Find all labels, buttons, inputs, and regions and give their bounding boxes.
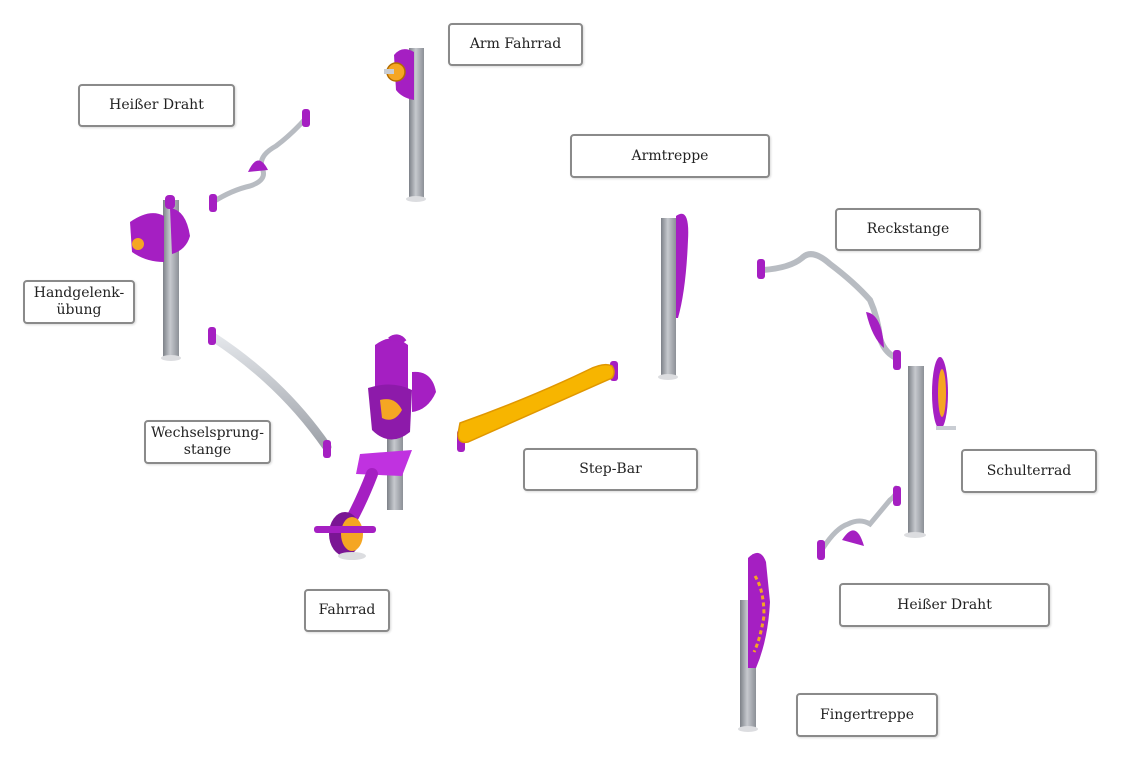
heisser-draht-top-equipment — [209, 109, 310, 212]
heisser-draht-bottom-equipment — [817, 485, 901, 560]
label-wechselsprung: Wechselsprung- stange — [144, 420, 271, 464]
label-fahrrad: Fahrrad — [304, 589, 390, 632]
label-armtreppe: Armtreppe — [570, 134, 770, 178]
reckstange-equipment — [757, 251, 901, 370]
label-heisser-draht-bottom: Heißer Draht — [839, 583, 1050, 627]
label-schulterrad: Schulterrad — [961, 449, 1097, 493]
step-bar-equipment — [457, 361, 618, 452]
label-handgelenk: Handgelenk- übung — [23, 280, 135, 324]
label-heisser-draht-top: Heißer Draht — [78, 84, 235, 127]
arm-fahrrad-equipment — [384, 48, 426, 202]
handgelenk-equipment — [130, 195, 190, 361]
armtreppe-equipment — [658, 213, 689, 380]
label-step-bar: Step-Bar — [523, 448, 698, 491]
schulterrad-equipment — [904, 357, 956, 538]
label-arm-fahrrad: Arm Fahrrad — [448, 23, 583, 66]
wechselsprung-equipment — [208, 327, 332, 458]
fahrrad-equipment — [314, 334, 436, 560]
label-reckstange: Reckstange — [835, 208, 981, 251]
label-fingertreppe: Fingertreppe — [796, 693, 938, 737]
fingertreppe-equipment — [738, 552, 770, 732]
